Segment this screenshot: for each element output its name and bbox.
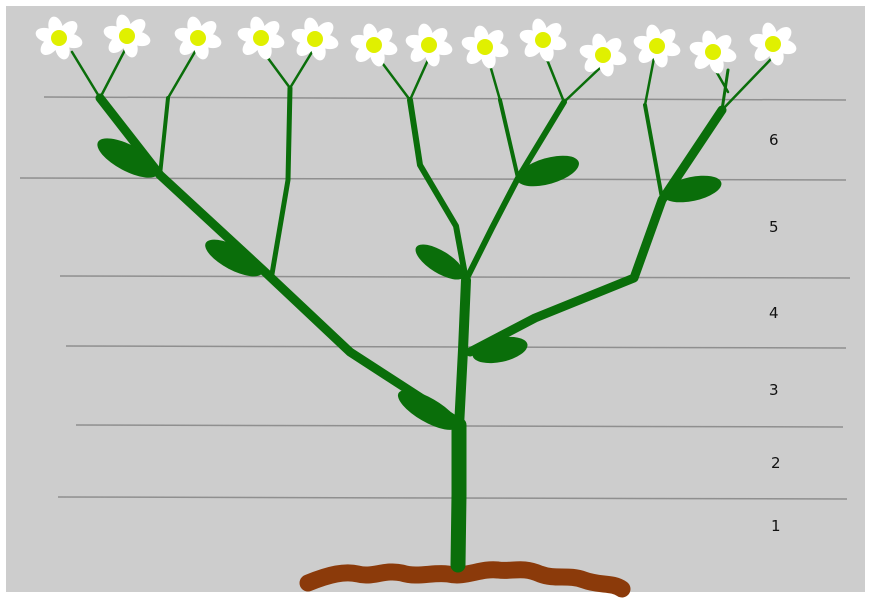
- flower-center: [307, 31, 323, 47]
- flower-center: [119, 28, 135, 44]
- level-label-5: 5: [769, 218, 779, 236]
- level-label-6: 6: [769, 131, 779, 149]
- flower-center: [51, 30, 67, 46]
- flower-center: [366, 37, 382, 53]
- flower-center: [477, 39, 493, 55]
- flower-center: [595, 47, 611, 63]
- flower-center: [421, 37, 437, 53]
- level-label-4: 4: [769, 304, 779, 322]
- flower-center: [535, 32, 551, 48]
- flower-center: [253, 30, 269, 46]
- level-label-1: 1: [771, 517, 781, 535]
- level-label-2: 2: [771, 454, 781, 472]
- level-label-3: 3: [769, 381, 779, 399]
- flower-center: [649, 38, 665, 54]
- flower-center: [190, 30, 206, 46]
- flower-center: [765, 36, 781, 52]
- flower-center: [705, 44, 721, 60]
- main-stem: [458, 425, 459, 565]
